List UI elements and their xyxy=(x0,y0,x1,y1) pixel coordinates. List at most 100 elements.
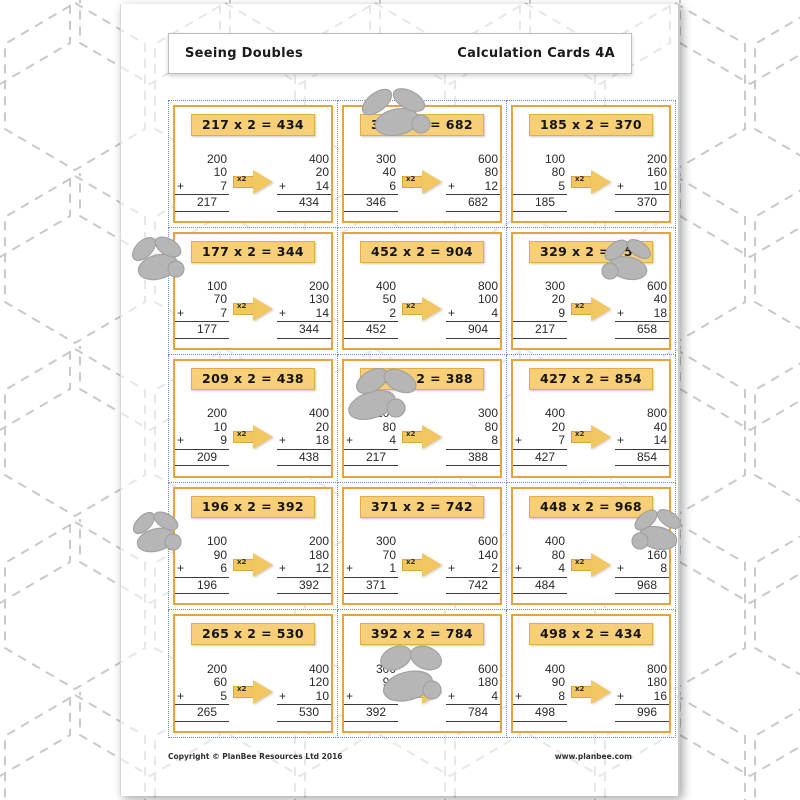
addend-row: +7 xyxy=(175,179,229,194)
addend-row: +10 xyxy=(277,689,331,704)
addend-value: 800 xyxy=(646,534,667,549)
addend-row: 600 xyxy=(446,151,500,167)
addend-row: 6 xyxy=(344,179,398,194)
operator-sign xyxy=(177,166,187,180)
addend-row: +8 xyxy=(615,562,669,576)
arrow-multiplier-label: x2 xyxy=(406,175,416,184)
operator-sign xyxy=(346,549,356,563)
arrow-shaft xyxy=(571,430,593,443)
addend-row: 400 xyxy=(513,407,567,421)
operator-sign xyxy=(279,280,289,294)
arrow-shaft xyxy=(233,430,255,443)
total-spacer xyxy=(346,196,356,210)
sum-total-row: 484 xyxy=(513,576,567,593)
addend-row: 9 xyxy=(513,305,567,321)
addend-value: 1 xyxy=(389,561,396,576)
arrow-multiplier-label: x2 xyxy=(575,429,585,438)
addend-value: 4 xyxy=(558,561,565,576)
total-spacer xyxy=(177,706,187,720)
addend-value: 20 xyxy=(315,419,329,434)
operator-sign xyxy=(617,663,627,677)
arrow-head xyxy=(422,297,442,322)
total-underline xyxy=(615,337,669,339)
operator-sign xyxy=(515,535,525,549)
total-spacer xyxy=(448,579,458,593)
addend-value: 40 xyxy=(653,419,667,434)
operator-sign xyxy=(448,549,458,563)
sum-total-value: 742 xyxy=(467,577,489,592)
arrow-head xyxy=(591,297,611,322)
total-underline xyxy=(446,465,500,467)
total-spacer xyxy=(515,323,525,337)
total-underline xyxy=(344,720,398,722)
addend-value: 600 xyxy=(477,151,498,166)
arrow-multiplier-label: x2 xyxy=(237,302,247,311)
double-arrow-wrap: x2 xyxy=(398,297,446,322)
arrow-multiplier-label: x2 xyxy=(575,685,585,694)
arrow-multiplier-label: x2 xyxy=(406,557,416,566)
addend-value: 7 xyxy=(220,305,227,320)
operator-sign xyxy=(346,293,356,307)
addend-row: 80 xyxy=(513,166,567,180)
operator-sign xyxy=(279,676,289,690)
arrow-head xyxy=(422,552,442,577)
addend-value: 120 xyxy=(308,675,329,690)
operator-sign xyxy=(617,535,627,549)
addend-value: 20 xyxy=(315,165,329,180)
addend-row: 80 xyxy=(344,420,398,435)
equation-banner: 346 x 2 = 682 xyxy=(359,114,485,136)
sum-total-value: 658 xyxy=(636,322,658,337)
addend-row: +4 xyxy=(446,689,500,704)
equation-banner: 184 x 2 = 388 xyxy=(359,368,485,391)
double-arrow-wrap: x2 xyxy=(567,552,615,577)
total-underline xyxy=(175,337,229,339)
sum-total-value: 217 xyxy=(365,449,387,464)
sum-total-row: 217 xyxy=(175,194,229,210)
addend-value: 16 xyxy=(653,688,667,703)
total-underline xyxy=(513,337,567,339)
operator-sign xyxy=(448,280,458,294)
addend-row: 50 xyxy=(344,293,398,307)
page-header: Seeing Doubles Calculation Cards 4A xyxy=(168,33,632,74)
sum-total-value: 484 xyxy=(534,577,556,592)
total-underline xyxy=(175,593,229,595)
operator-sign xyxy=(515,307,525,321)
sum-total-row: 209 xyxy=(175,448,229,465)
addend-row: 200 xyxy=(277,279,331,294)
addend-row: 160 xyxy=(615,548,669,563)
sum-total-row: 996 xyxy=(615,704,669,720)
sum-total-row: 904 xyxy=(446,321,500,337)
sum-total-row: 498 xyxy=(513,704,567,720)
addend-value: 300 xyxy=(375,661,396,676)
arrow-multiplier-label: x2 xyxy=(406,429,416,438)
arrow-multiplier-label: x2 xyxy=(406,685,416,694)
double-arrow-wrap: x2 xyxy=(229,170,277,195)
addend-row: 300 xyxy=(344,535,398,549)
total-underline xyxy=(446,210,500,212)
addend-value: 9 xyxy=(558,305,565,320)
equation-banner: 185 x 2 = 370 xyxy=(528,114,654,136)
addend-row: 600 xyxy=(615,279,669,294)
operator-sign xyxy=(346,421,356,435)
addend-value: 200 xyxy=(646,151,667,166)
